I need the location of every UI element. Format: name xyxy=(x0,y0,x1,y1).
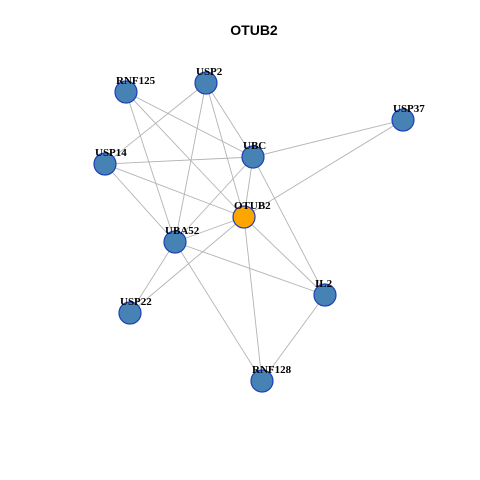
edge-usp14-otub2 xyxy=(104,163,245,218)
node-circle-rnf125 xyxy=(114,80,138,104)
edge-ubc-uba52 xyxy=(174,156,254,243)
node-circle-otub2 xyxy=(232,205,256,229)
node-uba52: UBA52 xyxy=(163,225,200,254)
edge-otub2-usp22 xyxy=(129,216,245,314)
node-label-usp2: USP2 xyxy=(196,66,223,78)
edge-usp2-otub2 xyxy=(205,82,245,218)
node-circle-usp22 xyxy=(118,301,142,325)
edge-usp37-ubc xyxy=(252,119,404,158)
edge-uba52-rnf128 xyxy=(174,241,263,382)
node-label-uba52: UBA52 xyxy=(165,225,200,237)
node-usp22: USP22 xyxy=(118,296,152,325)
edge-otub2-il2 xyxy=(243,216,326,296)
edge-rnf125-ubc xyxy=(125,91,254,158)
node-label-il2: IL2 xyxy=(315,278,333,290)
edge-usp37-otub2 xyxy=(243,119,404,218)
node-circle-uba52 xyxy=(163,230,187,254)
node-il2: IL2 xyxy=(313,278,337,307)
node-label-usp14: USP14 xyxy=(95,147,127,159)
node-label-otub2: OTUB2 xyxy=(234,200,271,212)
node-circle-il2 xyxy=(313,283,337,307)
node-label-usp37: USP37 xyxy=(393,103,425,115)
edge-il2-rnf128 xyxy=(261,294,326,382)
edge-usp14-ubc xyxy=(104,156,254,165)
graph-title: OTUB2 xyxy=(230,22,278,38)
node-usp2: USP2 xyxy=(194,66,223,95)
edge-usp2-uba52 xyxy=(174,82,207,243)
node-rnf128: RNF128 xyxy=(250,364,292,393)
edge-usp2-ubc xyxy=(205,82,254,158)
node-label-rnf125: RNF125 xyxy=(116,75,156,87)
node-label-rnf128: RNF128 xyxy=(252,364,292,376)
edge-rnf125-otub2 xyxy=(125,91,245,218)
node-usp14: USP14 xyxy=(93,147,127,176)
node-circle-usp14 xyxy=(93,152,117,176)
node-circle-rnf128 xyxy=(250,369,274,393)
edge-rnf125-uba52 xyxy=(125,91,176,243)
node-label-ubc: UBC xyxy=(243,140,266,152)
edge-usp14-uba52 xyxy=(104,163,176,243)
edge-ubc-il2 xyxy=(252,156,326,296)
node-circle-ubc xyxy=(241,145,265,169)
edges-layer xyxy=(104,82,404,382)
edge-otub2-rnf128 xyxy=(243,216,263,382)
node-ubc: UBC xyxy=(241,140,266,169)
node-circle-usp37 xyxy=(391,108,415,132)
edge-uba52-il2 xyxy=(174,241,326,296)
node-rnf125: RNF125 xyxy=(114,75,156,104)
node-otub2: OTUB2 xyxy=(232,200,271,229)
node-usp37: USP37 xyxy=(391,103,425,132)
edge-usp2-usp14 xyxy=(104,82,207,165)
edge-uba52-usp22 xyxy=(129,241,176,314)
node-circle-usp2 xyxy=(194,71,218,95)
edge-otub2-uba52 xyxy=(174,216,245,243)
node-label-usp22: USP22 xyxy=(120,296,152,308)
